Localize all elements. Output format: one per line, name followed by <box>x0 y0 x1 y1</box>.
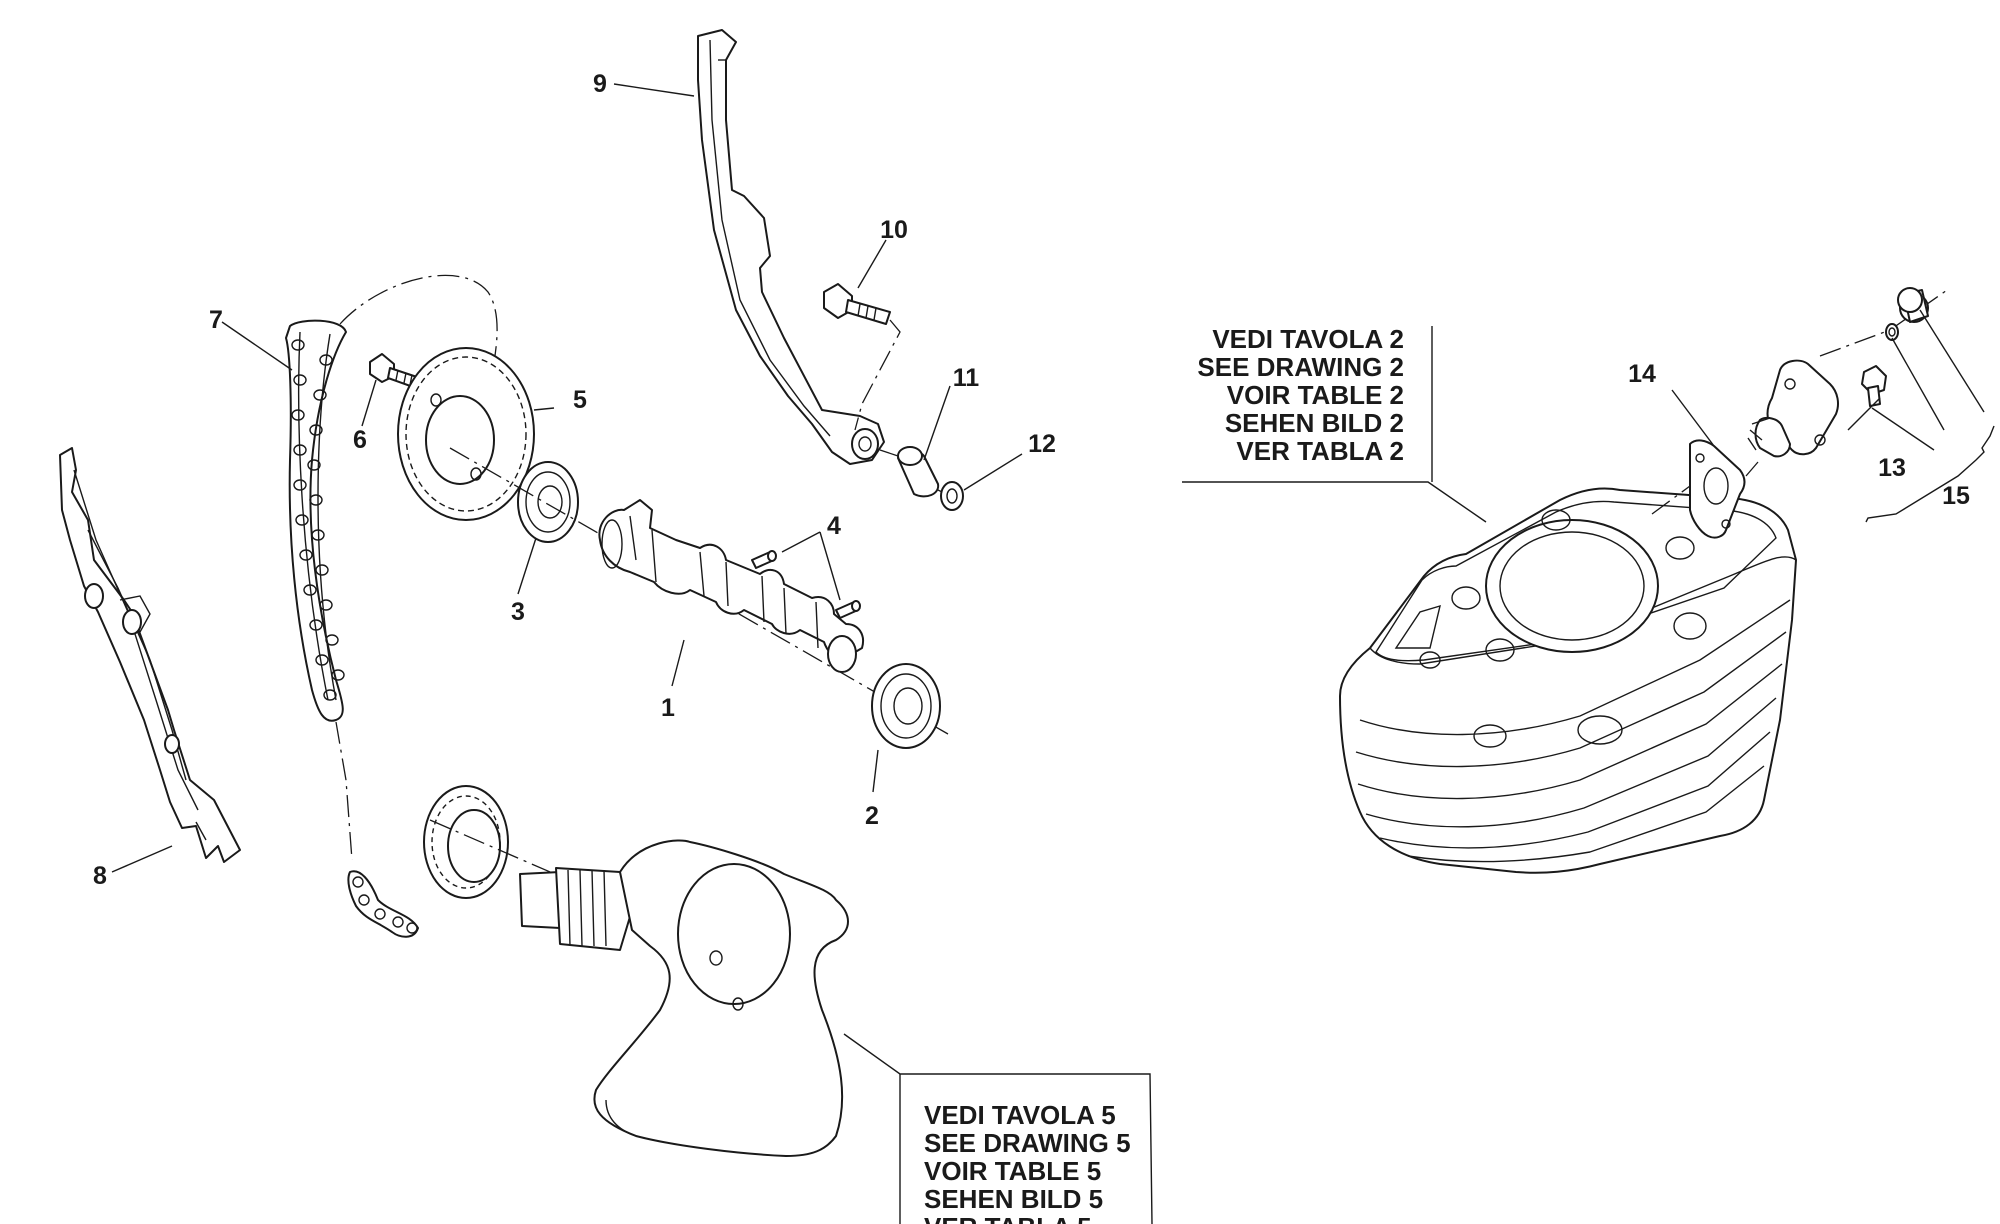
callout-3: 3 <box>511 598 525 626</box>
ref-bottom-line-2: SEE DRAWING 5 <box>924 1128 1131 1158</box>
part-15-washers <box>1885 287 1929 341</box>
part-5-cam-sprocket <box>397 347 535 521</box>
callout-15: 15 <box>1942 482 1970 510</box>
crankshaft-assembly <box>423 785 849 1157</box>
ref-top-line-5: VER TABLA 2 <box>1236 436 1404 466</box>
part-3-bearing <box>517 461 579 543</box>
callout-8: 8 <box>93 862 107 890</box>
part-2-bearing <box>871 663 941 749</box>
callout-4: 4 <box>827 512 841 540</box>
callout-14: 14 <box>1628 360 1656 388</box>
ref-bottom-line-3: VOIR TABLE 5 <box>924 1156 1101 1186</box>
leader-lines <box>111 83 1995 1224</box>
part-14-gasket <box>1651 439 1746 539</box>
part-13-bolt <box>1861 365 1887 407</box>
ref-top-line-1: VEDI TAVOLA 2 <box>1212 324 1404 354</box>
ref-bottom-line-4: SEHEN BILD 5 <box>924 1184 1103 1214</box>
callout-numbers: 9 10 11 12 7 6 5 4 3 1 2 8 14 13 15 <box>93 70 1970 890</box>
callout-13: 13 <box>1878 454 1906 482</box>
part-9-tensioner-slider <box>697 29 885 465</box>
part-8-lower-chain-guide <box>59 447 241 863</box>
part-4-dowel-pins <box>751 550 861 619</box>
callout-12: 12 <box>1028 430 1056 458</box>
callout-1: 1 <box>661 694 675 722</box>
reference-note-drawing-2: VEDI TAVOLA 2 SEE DRAWING 2 VOIR TABLE 2… <box>1197 324 1404 466</box>
part-12-washer <box>937 481 964 511</box>
callout-5: 5 <box>573 386 587 414</box>
reference-note-drawing-5: VEDI TAVOLA 5 SEE DRAWING 5 VOIR TABLE 5… <box>924 1100 1131 1224</box>
ref-top-line-3: VOIR TABLE 2 <box>1227 380 1404 410</box>
cylinder-assembly <box>1339 487 1797 874</box>
part-1-camshaft <box>598 499 864 673</box>
ref-top-line-2: SEE DRAWING 2 <box>1197 352 1404 382</box>
callout-7: 7 <box>209 306 223 334</box>
callout-9: 9 <box>593 70 607 98</box>
callout-2: 2 <box>865 802 879 830</box>
callout-6: 6 <box>353 426 367 454</box>
ref-bottom-line-5: VER TABLA 5 <box>924 1212 1092 1224</box>
callout-11: 11 <box>953 364 980 392</box>
part-15-tensioner-assembly <box>1745 287 1951 477</box>
part-7-timing-chain <box>285 274 498 938</box>
part-11-spacer <box>879 446 940 498</box>
callout-10: 10 <box>880 216 908 244</box>
part-10-bolt <box>823 283 901 431</box>
ref-bottom-line-1: VEDI TAVOLA 5 <box>924 1100 1116 1130</box>
ref-top-line-4: SEHEN BILD 2 <box>1225 408 1404 438</box>
